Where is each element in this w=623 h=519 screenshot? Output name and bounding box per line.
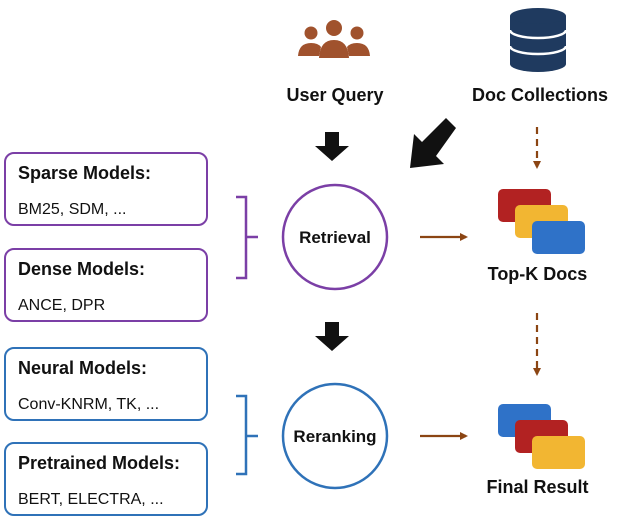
reranking-circle (281, 382, 389, 490)
users-icon (298, 20, 370, 58)
box-examples: ANCE, DPR (18, 297, 106, 314)
dense-models-box: Dense Models: ANCE, DPR (4, 248, 208, 322)
retrieval-brace (236, 195, 258, 280)
doc-collections-label: Doc Collections (471, 85, 609, 105)
reranking-brace (236, 394, 258, 476)
box-examples: Conv-KNRM, TK, ... (18, 396, 160, 413)
retrieval-circle (281, 183, 389, 291)
box-title: Neural Models: (18, 358, 148, 378)
box-title: Pretrained Models: (18, 453, 181, 473)
pretrained-models-box: Pretrained Models: BERT, ELECTRA, ... (4, 442, 208, 516)
reranking-label: Reranking (293, 427, 377, 446)
sparse-models-box: Sparse Models: BM25, SDM, ... (4, 152, 208, 226)
database-icon (508, 8, 568, 72)
box-examples: BERT, ELECTRA, ... (18, 491, 164, 508)
box-examples: BM25, SDM, ... (18, 201, 127, 218)
box-title: Sparse Models: (18, 163, 152, 183)
top-k-docs-label: Top-K Docs (487, 264, 588, 284)
documents-stack-icon (498, 404, 585, 469)
box-title: Dense Models: (18, 259, 146, 279)
arrow-docs-diagonal (410, 118, 456, 168)
user-query-label: User Query (286, 85, 384, 105)
arrow-retrieval-reranking (315, 322, 349, 351)
arrow-query-down (315, 132, 349, 161)
final-result-label: Final Result (486, 477, 589, 497)
documents-stack-icon (498, 189, 585, 254)
retrieval-label: Retrieval (299, 228, 371, 247)
neural-models-box: Neural Models: Conv-KNRM, TK, ... (4, 347, 208, 421)
